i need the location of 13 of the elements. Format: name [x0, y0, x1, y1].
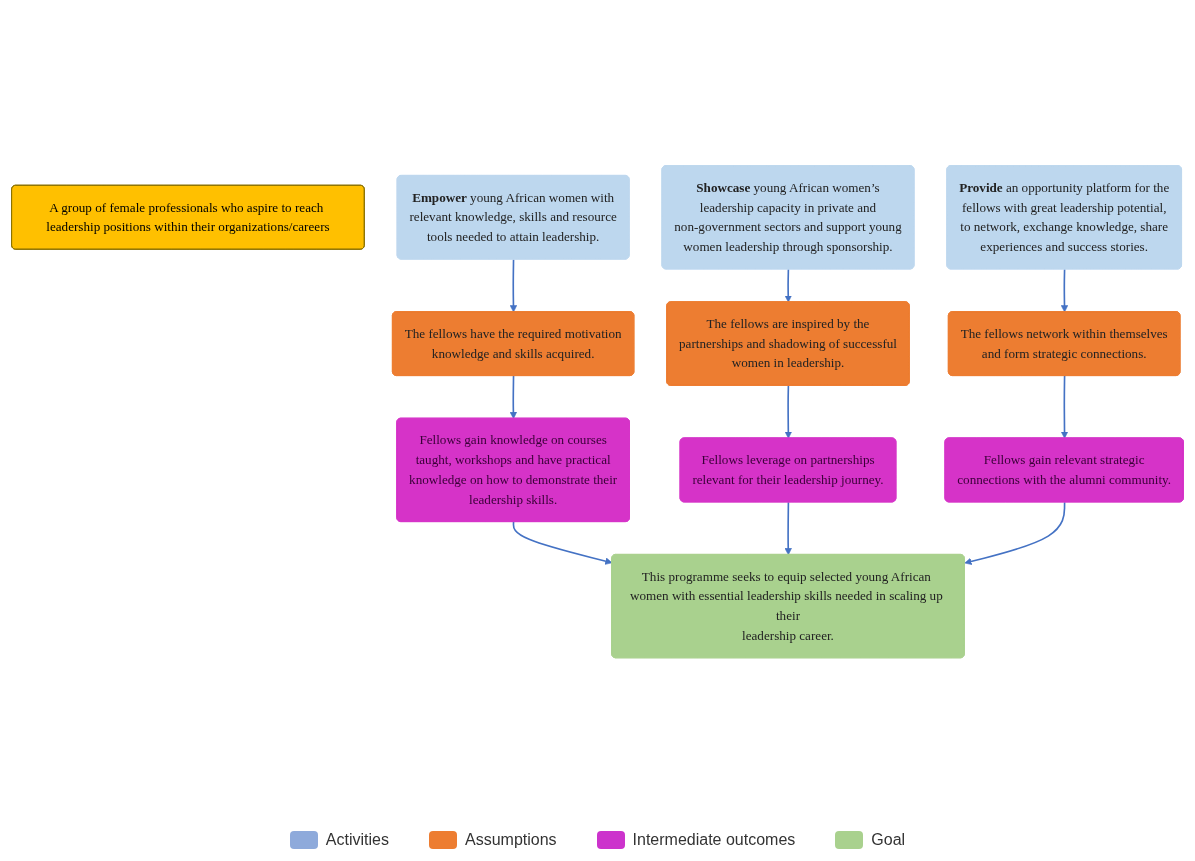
arrow	[964, 501, 1066, 565]
arrow	[784, 501, 792, 555]
arrow	[784, 384, 792, 439]
arrow	[1060, 375, 1069, 439]
arrow	[509, 258, 518, 313]
legend-label: Assumptions	[465, 831, 557, 849]
arrow	[784, 268, 792, 303]
arrow	[1060, 268, 1069, 313]
arrow	[509, 375, 517, 419]
legend-label: Intermediate outcomes	[632, 831, 796, 849]
arrow	[512, 521, 613, 565]
legend-label: Goal	[871, 831, 906, 849]
legend-label: Activities	[325, 831, 389, 849]
